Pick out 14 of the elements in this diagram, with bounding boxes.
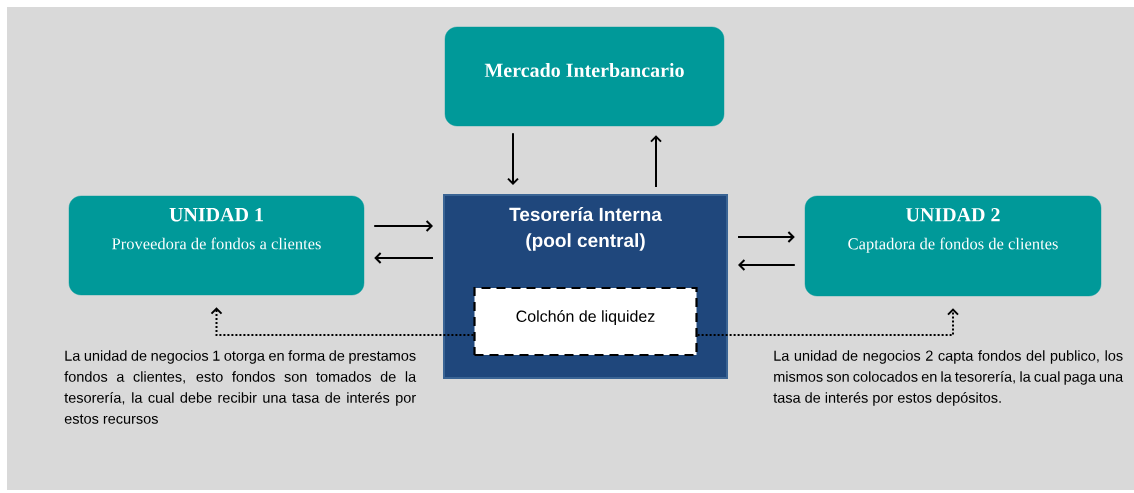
arrow (650, 135, 662, 188)
note-text: La unidad de negocios 2 capta fondos del publico, los mismos son colocados en la tesorería, la cual paga una tasa de interés por estos depósitos. (773, 350, 1124, 406)
buffer-box: Colchón de liquidez (473, 286, 698, 357)
arrow (373, 220, 433, 232)
unit-box: UNIDAD 2 Captadora de fondos de clientes (804, 195, 1102, 297)
market-box: Mercado Interbancario (444, 26, 725, 127)
unit-box: UNIDAD 1 Proveedora de fondos a clientes (68, 195, 365, 296)
note-text: La unidad de negocios 1 otorga en forma de prestamos fondos a clientes, esto fondos son tomados de la tesorería, la cual debe recibir una tasa de interés por estos recursos (64, 350, 417, 424)
arrow (738, 259, 796, 271)
arrow (696, 308, 959, 336)
arrow (737, 231, 795, 243)
arrow (507, 132, 519, 185)
arrow (210, 307, 475, 336)
arrow (374, 252, 434, 264)
